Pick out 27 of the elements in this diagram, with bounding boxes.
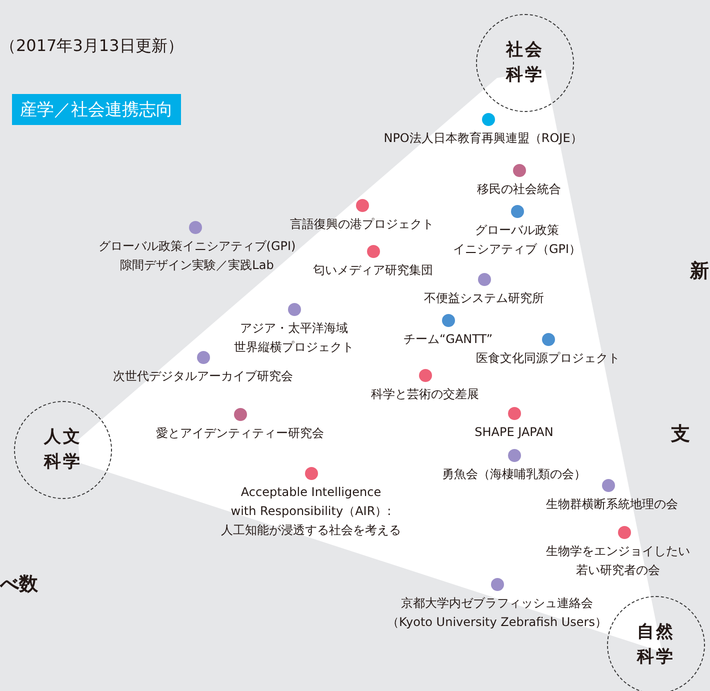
project-name: NPO法人日本教育再興連盟（ROJE） [384, 130, 582, 147]
project-name: SHAPE JAPAN [474, 424, 554, 441]
project-name: 医食文化同源プロジェクト [476, 350, 620, 367]
project-name: グローバル政策イニシアティブ(GPI) [98, 238, 296, 255]
discipline-label: 社会科学 [504, 39, 545, 87]
discipline-label: 人文科学 [42, 426, 83, 474]
axis-label: 支 [671, 422, 690, 447]
project-name: 生物群横断系統地理の会 [546, 496, 678, 513]
project-name: 言語復興の港プロジェクト [290, 216, 434, 233]
project-name: 匂いメディア研究集団 [313, 262, 433, 279]
project-name: グローバル政策イニシアティブ（GPI） [452, 222, 582, 258]
project-name: 愛とアイデンティティー研究会 [156, 425, 324, 442]
axis-label: 新 [690, 259, 709, 284]
project-name: 勇魚会（海棲哺乳類の会） [442, 466, 586, 483]
project-name: 隙間デザイン実験／実践Lab [120, 257, 274, 274]
project-name: 不便益システム研究所 [424, 290, 544, 307]
project-name: 移民の社会統合 [477, 181, 561, 198]
project-name: 京都大学内ゼブラフィッシュ連絡会（Kyoto University Zebrafish Users） [387, 595, 607, 631]
update-date: （2017年3月13日更新） [0, 36, 184, 57]
category-tag: 産学／社会連携志向 [12, 94, 181, 125]
project-name: Acceptable Intelligence with Responsibility（AIR）: 人工知能が浸透する社会を考える [221, 484, 401, 539]
project-name: 次世代デジタルアーカイブ研究会 [113, 368, 293, 385]
project-name: 生物学をエンジョイしたい若い研究者の会 [546, 543, 690, 579]
project-name: チーム“GANTT” [403, 331, 493, 348]
project-name: アジア・太平洋海域世界縦横プロジェクト [234, 320, 354, 356]
discipline-label: 自然科学 [636, 621, 676, 669]
project-name: 科学と芸術の交差展 [371, 386, 479, 403]
